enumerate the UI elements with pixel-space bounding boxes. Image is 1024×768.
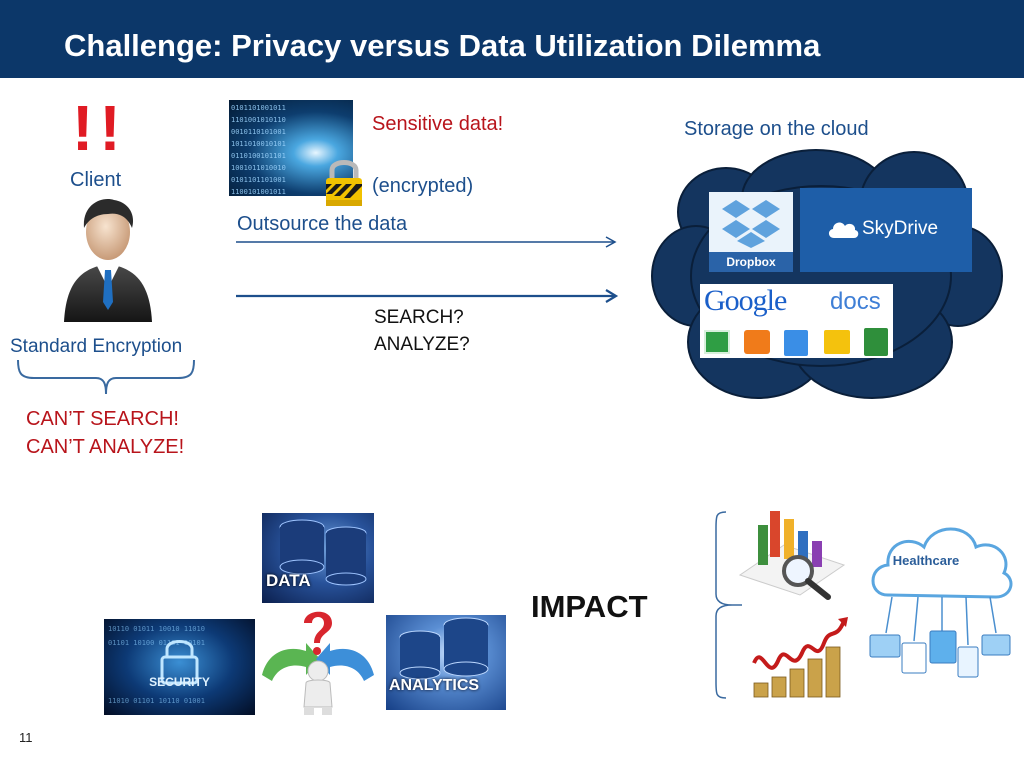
cant-search-text: CAN’T SEARCH! [26,408,179,430]
cant-analyze-text: CAN’T ANALYZE! [26,436,185,458]
cloud-storage-label: Storage on the cloud [684,118,869,140]
docs-label: docs [830,288,881,315]
svg-text:0010110101001: 0010110101001 [231,128,286,136]
analytics-database-icon [399,617,489,680]
dropbox-icon [722,200,780,248]
database-stack-icon [279,519,367,586]
svg-text:0101101001011: 0101101001011 [231,104,286,112]
right-bracket [715,511,742,699]
svg-text:1100101001011: 1100101001011 [231,188,286,196]
data-tunnel-image: 0101101001011 1101001010110 001011010100… [229,100,353,196]
cloud-shape [651,149,1003,399]
svg-text:1101001010110: 1101001010110 [231,116,286,124]
presentation-icon [744,330,770,354]
businessman-icon [64,199,152,322]
document-icon [784,330,808,356]
data-tile-label: DATA [266,571,311,590]
drawing-icon [824,330,850,354]
skydrive-logo: SkyDrive [800,188,972,272]
slide-title: Challenge: Privacy versus Data Utilizati… [64,28,821,63]
analyze-question: ANALYZE? [374,334,470,355]
svg-text:0110100101101: 0110100101101 [231,152,286,160]
healthcare-label: Healthcare [892,553,960,568]
growth-coins-icon [752,617,848,698]
svg-text:11010 01101 10110 01001: 11010 01101 10110 01001 [108,697,205,705]
security-tile: 10110 01011 10010 11010 01101 10100 0110… [104,619,255,715]
google-docs-logo: Google docs [700,284,893,358]
skydrive-cloud-icon [828,222,859,238]
standard-encryption-label: Standard Encryption [10,336,183,357]
analytics-tile: ANALYTICS [386,615,506,710]
analytics-tile-label: ANALYTICS [389,677,480,694]
security-tile-label: SECURITY [149,675,210,689]
dropbox-logo: Dropbox [709,192,793,272]
svg-text:0101101101001: 0101101101001 [231,176,286,184]
client-label: Client [70,169,122,191]
data-tile: DATA [262,513,374,603]
spreadsheet-icon [704,330,730,354]
padlock-icon [326,160,362,206]
encrypted-label: (encrypted) [372,175,474,197]
security-lock-icon: 10110 01011 10010 11010 01101 10100 0110… [108,625,205,705]
impact-label: IMPACT [531,589,648,624]
sensitive-data-label: Sensitive data! [372,113,504,135]
title-bar [0,0,1024,78]
arrows-to-cloud [236,236,619,303]
question-person-icon [262,611,374,715]
svg-text:1011010010101: 1011010010101 [231,140,286,148]
google-wordmark: Google [704,284,787,318]
svg-text:1001011010010: 1001011010010 [231,164,286,172]
curly-brace [17,359,195,395]
page-number: 11 [19,730,33,745]
svg-text:10110 01011 10010 11010: 10110 01011 10010 11010 [108,625,205,633]
exclamation-icon: !! [72,92,127,164]
outsource-label: Outsource the data [237,213,408,235]
dropbox-label: Dropbox [726,255,776,269]
skydrive-label: SkyDrive [862,218,939,239]
search-question: SEARCH? [374,307,464,328]
bar-chart-magnifier-icon [738,511,846,600]
healthcare-cloud-icon [869,527,1013,678]
svg-text:01101 10100 01101 00101: 01101 10100 01101 00101 [108,639,205,647]
form-icon [864,328,888,356]
google-wordmark-text: Google [704,284,787,317]
